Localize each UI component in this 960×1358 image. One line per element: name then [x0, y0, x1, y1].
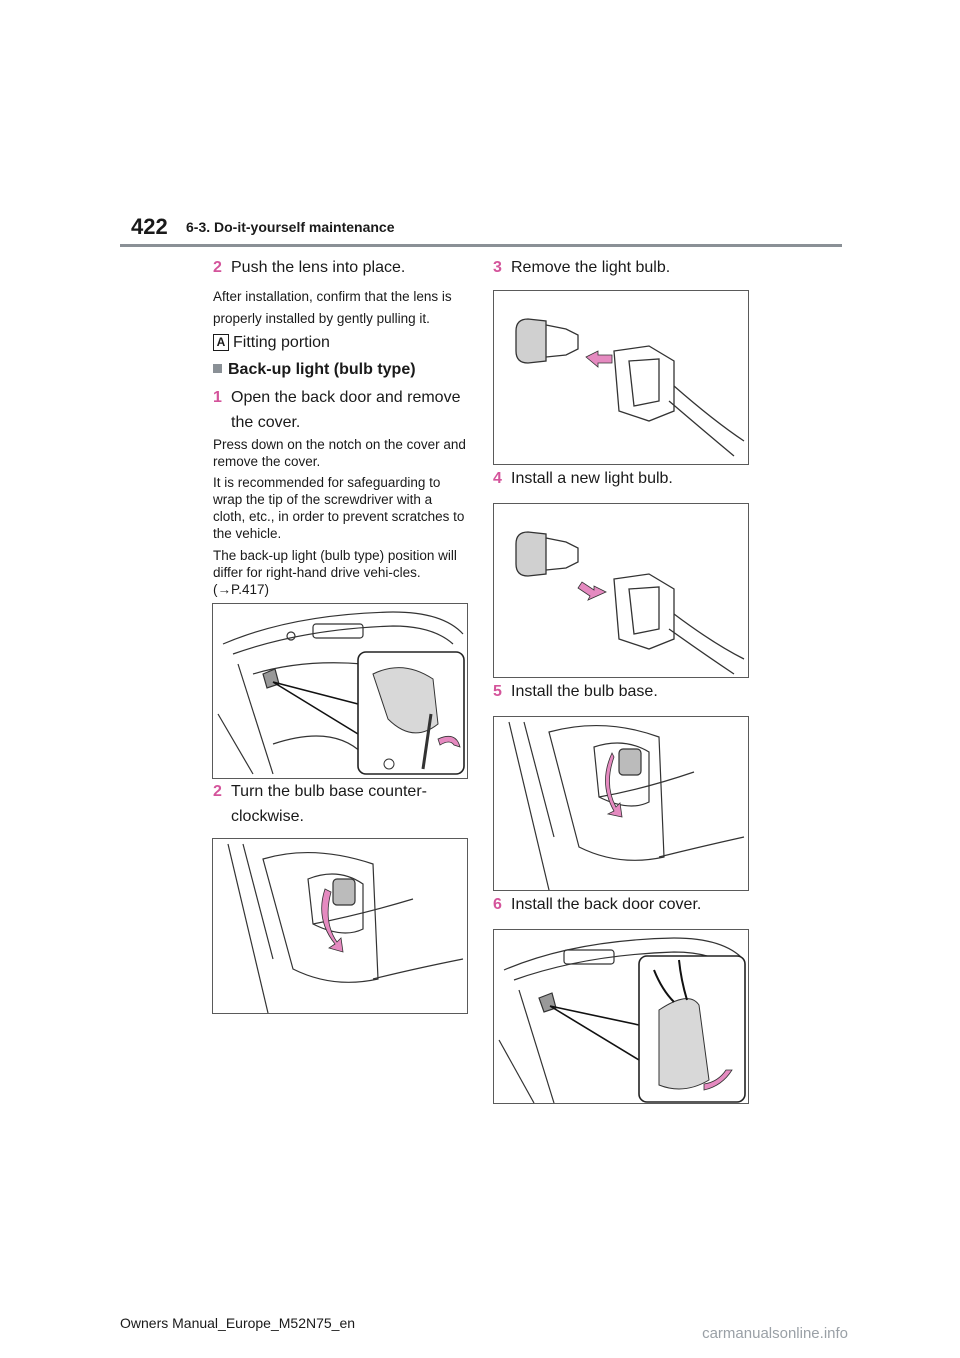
note-press-notch: Press down on the notch on the cover and… [213, 437, 466, 469]
figure-remove-bulb [493, 290, 749, 465]
note-screwdriver: It is recommended for safeguarding to wr… [213, 475, 465, 541]
illustration-bulb-socket [227, 843, 464, 1013]
figure-install-base [493, 716, 749, 891]
illustration-bulb-removal [515, 318, 745, 457]
label-a-badge: A [213, 334, 229, 351]
illustration-bulb-installation [515, 531, 745, 675]
watermark: carmanualsonline.info [702, 1325, 848, 1342]
backup-light-heading: Back-up light (bulb type) [213, 361, 416, 379]
figure-remove-cover [212, 603, 468, 779]
header-rule [120, 244, 842, 247]
figure-install-cover [493, 929, 749, 1104]
footer-manual-id: Owners Manual_Europe_M52N75_en [120, 1315, 356, 1331]
note-install: After installation, confirm that the len… [213, 289, 452, 326]
note-position: The back-up light (bulb type) position w… [213, 548, 457, 597]
illustration-cover-install [498, 937, 746, 1103]
page-number: 422 [131, 214, 168, 239]
section-title: 6-3. Do-it-yourself maintenance [186, 219, 395, 235]
figure-turn-base [212, 838, 468, 1014]
figure-install-bulb [493, 503, 749, 678]
square-bullet-icon [213, 364, 222, 373]
illustration-bulb-base-install [508, 721, 745, 890]
illustration-back-door [217, 611, 465, 775]
